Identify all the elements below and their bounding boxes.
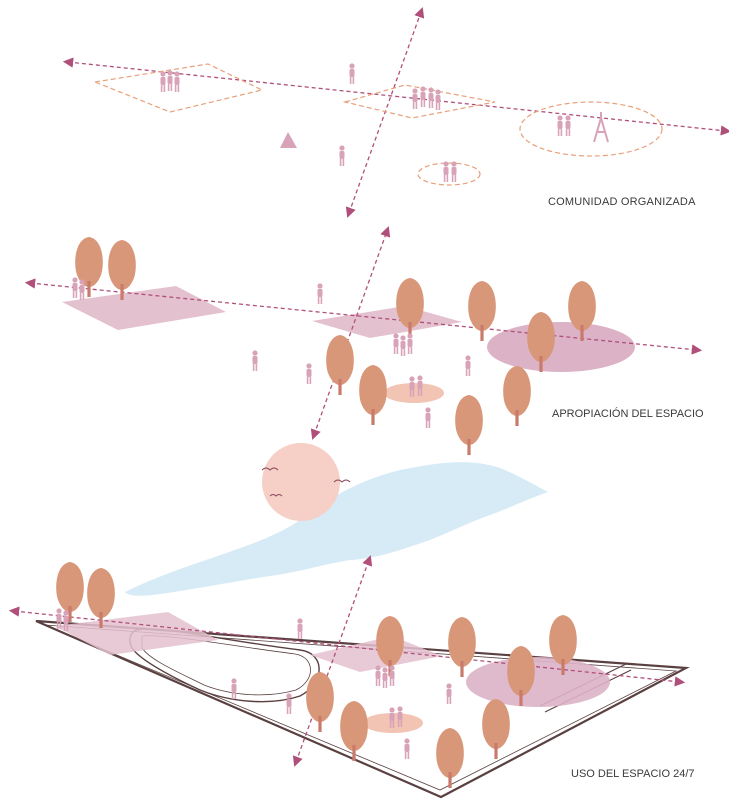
pink-activity-plane bbox=[62, 286, 226, 330]
pink-activity-zone bbox=[487, 322, 635, 372]
layer-label: COMUNIDAD ORGANIZADA bbox=[548, 196, 696, 208]
pink-activity-zone bbox=[466, 657, 610, 707]
sun-and-clouds bbox=[125, 443, 548, 596]
layer-label: USO DEL ESPACIO 24/7 bbox=[571, 768, 695, 780]
tent-icon bbox=[280, 132, 297, 148]
dashed-gathering-zone bbox=[345, 85, 495, 118]
tower-icon bbox=[594, 112, 608, 142]
dashed-gathering-zone bbox=[418, 163, 480, 185]
horizontal-axis-arrow bbox=[68, 62, 726, 131]
layer-uso-del-espacio bbox=[14, 560, 686, 797]
layer-apropiacion-del-espacio bbox=[30, 231, 697, 455]
people-group bbox=[160, 63, 570, 182]
pink-activity-plane bbox=[312, 306, 462, 338]
vertical-axis-arrow bbox=[349, 12, 421, 213]
layer-comunidad-organizada bbox=[68, 12, 726, 213]
layer-label: APROPIACIÓN DEL ESPACIO bbox=[552, 407, 704, 420]
dashed-gathering-zone bbox=[520, 102, 662, 156]
sun bbox=[262, 443, 340, 521]
